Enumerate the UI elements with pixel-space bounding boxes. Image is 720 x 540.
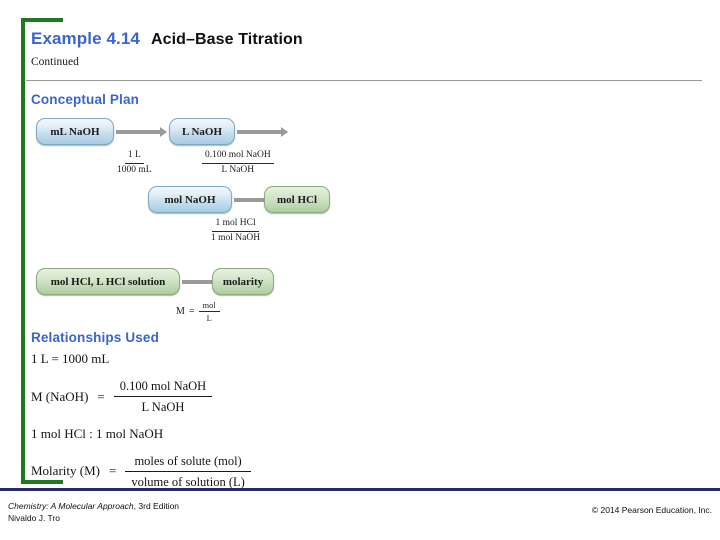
factor-denominator: 1000 mL: [117, 164, 152, 175]
flow-node: L NaOH: [169, 118, 235, 145]
footer-copyright: © 2014 Pearson Education, Inc.: [591, 505, 712, 515]
conceptual-plan-diagram: mL NaOH L NaOH 1 L 1000 mL 0.100 mol NaO…: [0, 112, 720, 327]
flow-node: mol HCl: [264, 186, 330, 213]
footer-edition: , 3rd Edition: [133, 501, 180, 511]
equation-fraction: 0.100 mol NaOH L NaOH: [113, 378, 213, 416]
fraction-denominator: L NaOH: [141, 400, 185, 415]
factor-numerator: 0.100 mol NaOH: [202, 150, 274, 164]
footer-book-title: Chemistry: A Molecular Approach: [8, 501, 134, 511]
heading-conceptual-plan: Conceptual Plan: [31, 92, 140, 107]
factor-denominator: L: [206, 313, 212, 324]
conversion-factor: 1 L 1000 mL: [114, 150, 155, 177]
page-title: Example 4.14 Acid–Base Titration: [31, 30, 701, 48]
fraction-numerator: moles of solute (mol): [125, 453, 251, 472]
molarity-symbol: M: [176, 306, 185, 318]
header-divider: [26, 80, 702, 81]
flow-node: molarity: [212, 268, 274, 295]
factor-numerator: mol: [198, 300, 220, 313]
flow-node: mol NaOH: [148, 186, 232, 213]
title-example-number: Example 4.14: [31, 29, 140, 48]
factor-numerator: 1 mol HCl: [212, 218, 259, 232]
relationship-line: 1 mol HCl : 1 mol NaOH: [31, 425, 164, 441]
conversion-factor: 0.100 mol NaOH L NaOH: [202, 150, 274, 177]
factor-denominator: 1 mol NaOH: [211, 232, 261, 243]
relationships-used-list: 1 L = 1000 mL M (NaOH) = 0.100 mol NaOH …: [31, 352, 451, 501]
equals-sign: =: [188, 306, 195, 318]
slide-header: Example 4.14 Acid–Base Titration Continue…: [31, 30, 701, 69]
conversion-factor: 1 mol HCl 1 mol NaOH: [208, 218, 263, 245]
molarity-definition: M = mol L: [176, 300, 220, 323]
factor-denominator: L NaOH: [221, 164, 255, 175]
flow-node: mL NaOH: [36, 118, 114, 145]
continued-label: Continued: [31, 56, 79, 68]
footer-book-line: Chemistry: A Molecular Approach, 3rd Edi…: [8, 500, 179, 512]
equals-sign: =: [97, 388, 105, 404]
equals-sign: =: [108, 463, 117, 479]
footer-citation: Chemistry: A Molecular Approach, 3rd Edi…: [8, 500, 179, 525]
footer-divider: [0, 488, 720, 491]
equation-lhs: Molarity (M): [31, 463, 100, 479]
flow-arrow: [237, 127, 288, 137]
molarity-fraction: mol L: [198, 300, 220, 324]
flow-node: mol HCl, L HCl solution: [36, 268, 180, 295]
equation-fraction: moles of solute (mol) volume of solution…: [125, 453, 251, 491]
equation-lhs: M (NaOH): [31, 388, 89, 404]
heading-relationships-used: Relationships Used: [31, 330, 159, 345]
relationship-equation: Molarity (M) = moles of solute (mol) vol…: [31, 453, 451, 491]
flow-arrow: [116, 127, 167, 137]
footer-author: Nivaldo J. Tro: [8, 513, 60, 524]
title-topic: Acid–Base Titration: [150, 31, 303, 48]
fraction-numerator: 0.100 mol NaOH: [113, 378, 213, 398]
fraction-denominator: volume of solution (L): [131, 474, 245, 489]
relationship-equation: M (NaOH) = 0.100 mol NaOH L NaOH: [31, 378, 451, 416]
frame-top-segment: [21, 18, 63, 22]
factor-numerator: 1 L: [124, 150, 144, 164]
relationship-line: 1 L = 1000 mL: [31, 351, 110, 366]
